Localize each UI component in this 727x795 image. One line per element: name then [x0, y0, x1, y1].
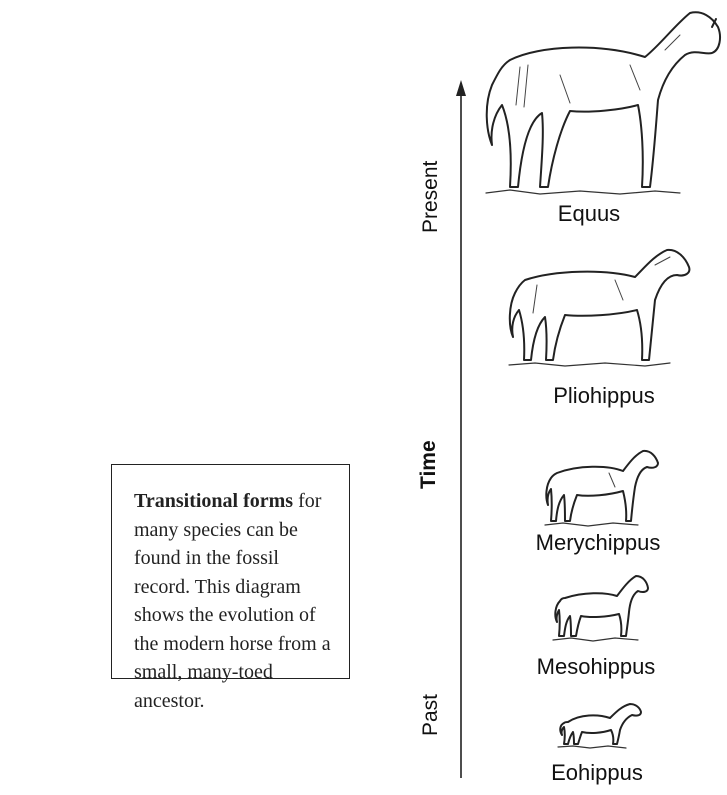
species-label-merychippus: Merychippus — [536, 530, 661, 556]
species-label-equus: Equus — [558, 201, 620, 227]
equus-horse-illustration — [480, 5, 725, 200]
species-label-mesohippus: Mesohippus — [537, 654, 656, 680]
species-label-eohippus: Eohippus — [551, 760, 643, 786]
caption-text: Transitional forms for many species can … — [134, 487, 339, 715]
caption-box: Transitional forms for many species can … — [111, 464, 350, 679]
axis-label-time: Time — [417, 440, 441, 489]
axis-label-present: Present — [419, 161, 443, 233]
time-axis-arrowhead — [456, 80, 466, 96]
pliohippus-horse-illustration — [505, 245, 695, 370]
eohippus-horse-illustration — [558, 700, 643, 750]
caption-rest: for many species can be found in the fos… — [134, 490, 331, 712]
caption-bold: Transitional forms — [134, 490, 293, 512]
axis-label-past: Past — [419, 694, 443, 736]
merychippus-horse-illustration — [543, 445, 661, 530]
mesohippus-horse-illustration — [553, 572, 651, 644]
species-label-pliohippus: Pliohippus — [553, 383, 655, 409]
